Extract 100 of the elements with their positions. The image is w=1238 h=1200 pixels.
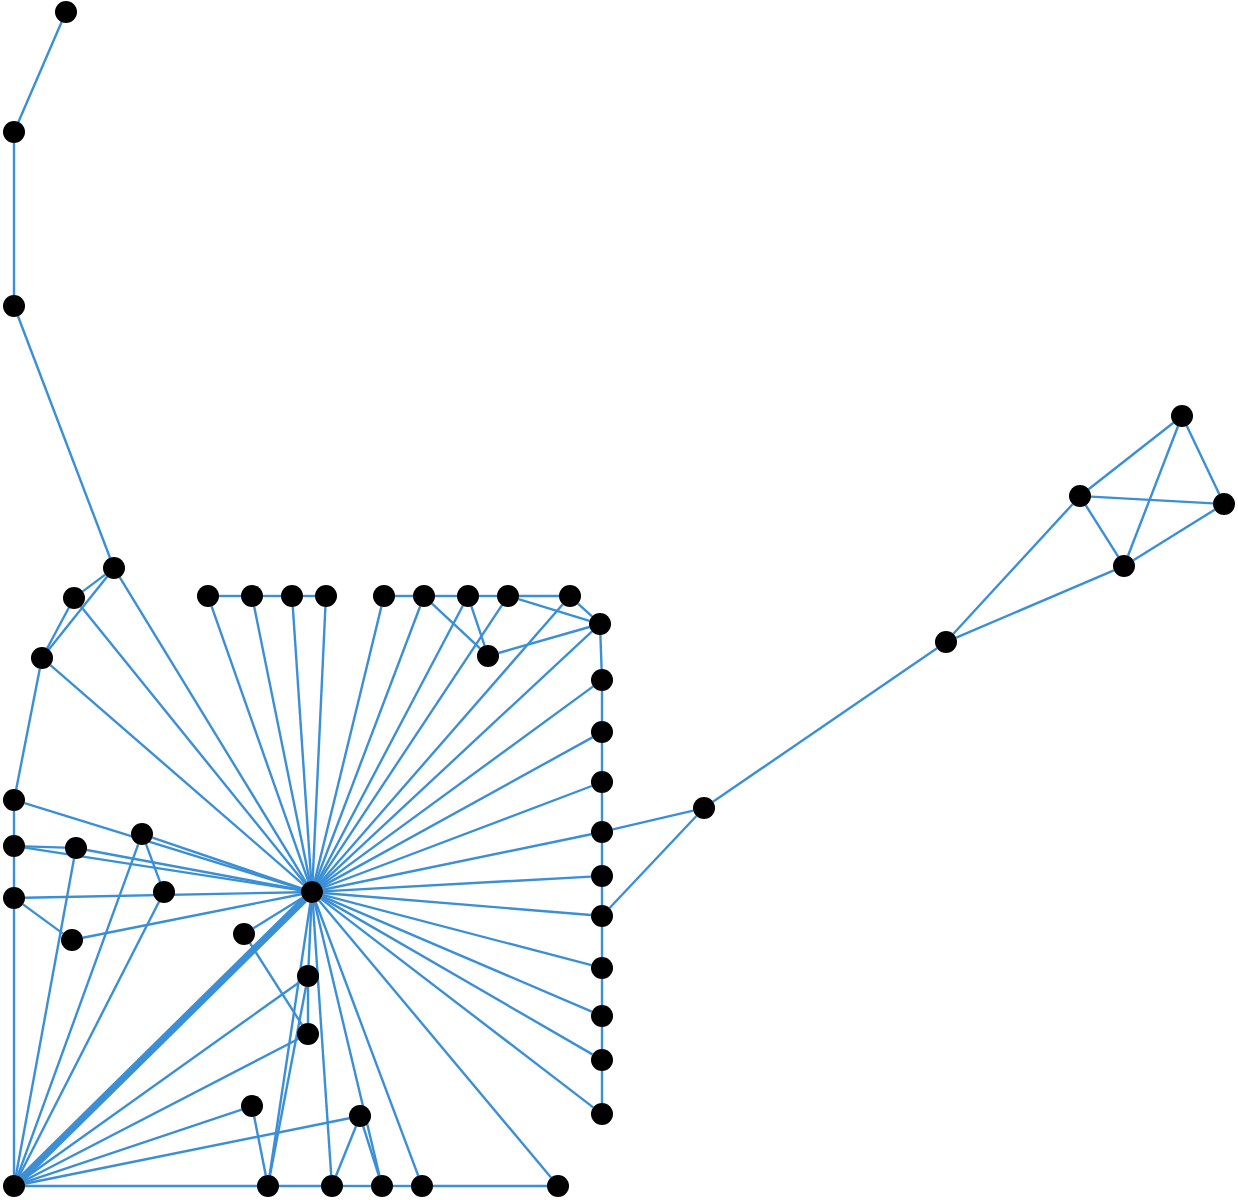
edge-line [343, 1184, 371, 1188]
edge-line [23, 1037, 299, 1183]
graph-node [1113, 555, 1135, 577]
edge-line [320, 897, 594, 1109]
edge-line [24, 891, 302, 899]
edge-line [25, 1184, 257, 1188]
graph-node [477, 645, 499, 667]
edge-line [470, 606, 486, 646]
edge-line [249, 942, 303, 1026]
graph-node [373, 585, 395, 607]
edge-line [219, 594, 241, 598]
edge-line [311, 902, 333, 1176]
edge-line [313, 902, 381, 1176]
edge-line [608, 815, 698, 909]
edge-line [19, 897, 307, 1181]
edge-line [1126, 425, 1180, 557]
edge-line [316, 605, 464, 883]
edge-line [318, 603, 564, 885]
edge-line [319, 630, 593, 886]
graph-node [559, 585, 581, 607]
graph-node [591, 721, 613, 743]
edge-line [86, 848, 302, 892]
graph-node [315, 585, 337, 607]
edge-line [431, 602, 481, 650]
graph-node [591, 905, 613, 927]
edge-line [291, 606, 313, 882]
edge-line [253, 1116, 267, 1176]
edge-line [322, 891, 592, 917]
graph-node [457, 585, 479, 607]
edge-line [321, 895, 593, 1013]
edge-line [314, 901, 420, 1177]
edge-line [599, 634, 603, 670]
edge-line [435, 594, 457, 598]
edge-line [433, 1184, 547, 1188]
graph-node [589, 613, 611, 635]
graph-node [55, 1, 77, 23]
edge-line [46, 607, 70, 649]
graph-node [241, 1095, 263, 1117]
graph-node [61, 929, 83, 951]
graph-node [591, 821, 613, 843]
edge-line [322, 833, 592, 891]
graph-node [297, 965, 319, 987]
edge-line [600, 743, 604, 771]
edge-line [17, 901, 161, 1177]
edge-line [16, 315, 112, 559]
edge-line [24, 845, 66, 849]
graph-node [935, 631, 957, 653]
edge-line [82, 893, 302, 939]
graph-node [103, 557, 125, 579]
edge-line [12, 857, 16, 887]
edge-line [318, 899, 552, 1179]
edge-line [519, 594, 559, 598]
edge-line [268, 902, 312, 1176]
graph-node [31, 647, 53, 669]
graph-node [1069, 485, 1091, 507]
edge-line [118, 576, 308, 884]
graph-node [371, 1175, 393, 1197]
graph-node [3, 1175, 25, 1197]
edge-line [307, 902, 313, 966]
edge-line [498, 625, 590, 655]
edge-line [80, 605, 306, 885]
graph-node [3, 835, 25, 857]
graph-node [297, 1023, 319, 1045]
edge-line [321, 896, 593, 1056]
graph-node [349, 1105, 371, 1127]
edge-line [47, 575, 109, 651]
edge-line [24, 846, 302, 892]
edge-line [314, 605, 422, 883]
edge-line [600, 1027, 604, 1049]
edge-line [152, 836, 302, 890]
edge-line [362, 1126, 380, 1176]
edge-line [24, 1108, 242, 1184]
graph-node [1213, 493, 1235, 515]
edge-line [253, 606, 311, 882]
edge-line [600, 1071, 604, 1103]
edge-line [1084, 504, 1120, 558]
graph-node [413, 585, 435, 607]
edge-line [321, 736, 593, 888]
edge-line [16, 844, 140, 1176]
graph-node [591, 771, 613, 793]
edge-line [712, 647, 938, 803]
edge-line [322, 875, 592, 893]
graph-node [3, 121, 25, 143]
edge-line [577, 602, 593, 618]
graph-node [65, 837, 87, 859]
graph-node [197, 585, 219, 607]
edge-line [12, 909, 16, 1175]
edge-line [1132, 508, 1216, 562]
edge-line [600, 793, 604, 821]
edge-line [313, 606, 383, 882]
edge-line [279, 1184, 321, 1188]
graph-node [63, 587, 85, 609]
edge-line [1185, 425, 1221, 495]
edge-line [15, 668, 41, 790]
graph-node [497, 585, 519, 607]
graph-node [591, 1005, 613, 1027]
edge-line [22, 981, 300, 1181]
edge-line [24, 1117, 350, 1185]
edge-line [82, 573, 106, 593]
graph-node [547, 1175, 569, 1197]
